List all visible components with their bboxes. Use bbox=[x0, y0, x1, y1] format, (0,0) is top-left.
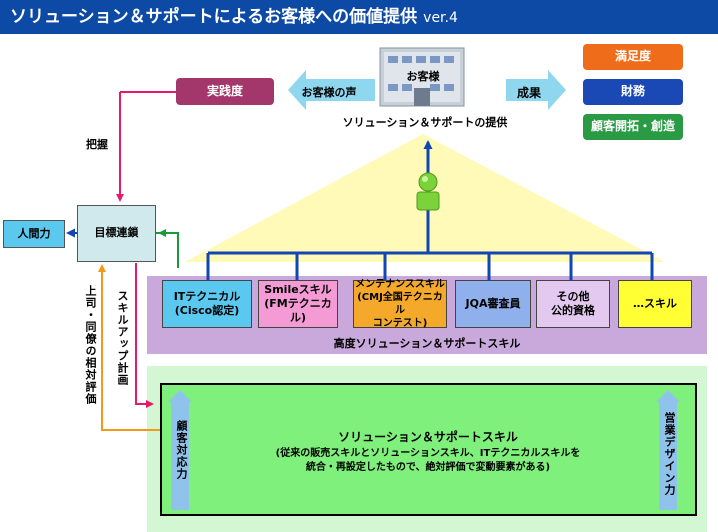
customer-voice-arrow bbox=[288, 70, 375, 110]
customer-building-label: お客様 bbox=[406, 70, 440, 83]
outcome-satisfaction: 満足度 bbox=[583, 44, 683, 70]
page-title-bar: ソリューション＆サポートによるお客様への価値提供 ver.4 bbox=[0, 0, 718, 34]
result-label: 成果 bbox=[516, 86, 541, 100]
outcome-finance: 財務 bbox=[583, 79, 683, 105]
skill-smile: Smileスキル (FMテクニカル) bbox=[258, 280, 338, 328]
outcome-customer-development-label: 顧客開拓・創造 bbox=[590, 119, 675, 134]
outcome-finance-label: 財務 bbox=[620, 84, 645, 99]
skill-maintenance: メンテナンススキル (CMJ全国テクニカル コンテスト) bbox=[353, 279, 447, 329]
customer-caption: ソリューション＆サポートの提供 bbox=[342, 116, 508, 129]
skill-other-certifications: その他 公的資格 bbox=[536, 280, 610, 328]
customer-response-label: 顧客対応力 bbox=[175, 420, 188, 480]
grasp-label: 把握 bbox=[86, 138, 108, 151]
base-skill-title: ソリューション＆サポートスキル bbox=[338, 430, 518, 444]
right-vertical-arrow bbox=[656, 390, 680, 510]
skillup-plan-label: スキルアップ計画 bbox=[116, 290, 129, 386]
peer-evaluation-label: 上司・同僚の相対評価 bbox=[84, 285, 97, 405]
page-title: ソリューション＆サポートによるお客様への価値提供 bbox=[10, 7, 418, 27]
skill-jqa: JQA審査員 bbox=[455, 280, 531, 328]
left-vertical-arrow bbox=[168, 390, 192, 510]
base-skill-description: (従来の販売スキルとソリューションスキル、ITテクニカルスキルを 統合・再設定し… bbox=[275, 448, 581, 473]
skill-other: …スキル bbox=[618, 280, 692, 328]
goal-chain-box: 目標連鎖 bbox=[77, 205, 156, 262]
practice-box: 実践度 bbox=[176, 78, 274, 105]
outcome-customer-development: 顧客開拓・創造 bbox=[583, 114, 683, 140]
human-power-box: 人間力 bbox=[3, 220, 65, 248]
outcome-satisfaction-label: 満足度 bbox=[614, 49, 651, 64]
customer-voice-label: お客様の声 bbox=[301, 86, 357, 99]
sales-design-label: 営業デザイン力 bbox=[663, 412, 676, 496]
skill-it-technical: ITテクニカル (Cisco認定) bbox=[162, 280, 252, 328]
result-arrow bbox=[506, 70, 566, 110]
advanced-skill-label: 高度ソリューション＆サポートスキル bbox=[333, 337, 521, 350]
version-label: ver.4 bbox=[423, 10, 458, 26]
person-icon bbox=[416, 172, 440, 211]
base-skill-box bbox=[160, 383, 697, 516]
building-icon bbox=[379, 47, 465, 107]
